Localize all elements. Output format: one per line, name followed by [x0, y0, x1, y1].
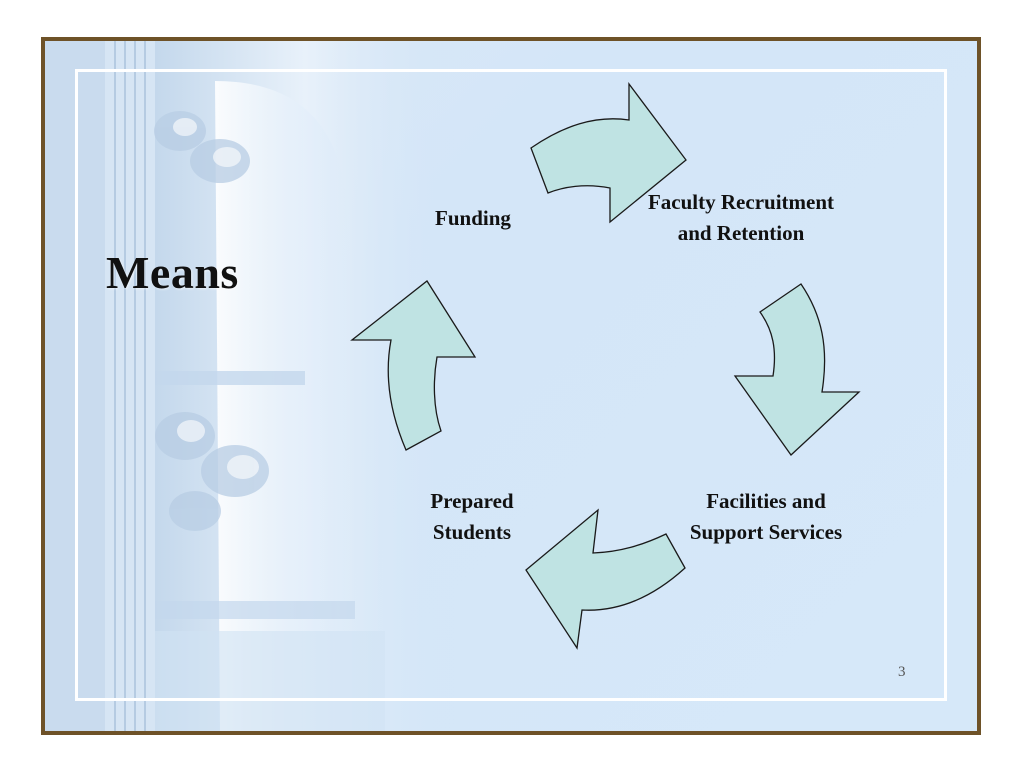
page-number: 3 — [898, 664, 906, 680]
node-facilities-support: Facilities and Support Services — [660, 486, 872, 548]
node-facilities-line-2: Support Services — [689, 520, 843, 544]
arrow-prepared-to-funding — [350, 280, 477, 451]
node-prepared-line-1: Prepared — [430, 489, 514, 513]
node-funding: Funding — [418, 203, 528, 234]
node-prepared-line-2: Students — [432, 520, 512, 544]
node-prepared-students: Prepared Students — [410, 486, 534, 548]
node-facilities-line-1: Facilities and — [706, 489, 826, 513]
slide-title: Means — [106, 247, 239, 298]
inner-white-border — [75, 69, 947, 701]
node-faculty-line-2: and Retention — [677, 221, 805, 245]
classical-column-decoration — [45, 41, 455, 731]
node-faculty-line-1: Faculty Recruitment — [647, 190, 835, 214]
arrow-facilities-to-prepared — [525, 508, 686, 650]
node-funding-line-1: Funding — [435, 206, 511, 230]
node-faculty-recruitment: Faculty Recruitment and Retention — [612, 187, 870, 249]
arrow-faculty-to-facilities — [733, 283, 861, 456]
arrow-funding-to-faculty — [530, 82, 687, 224]
